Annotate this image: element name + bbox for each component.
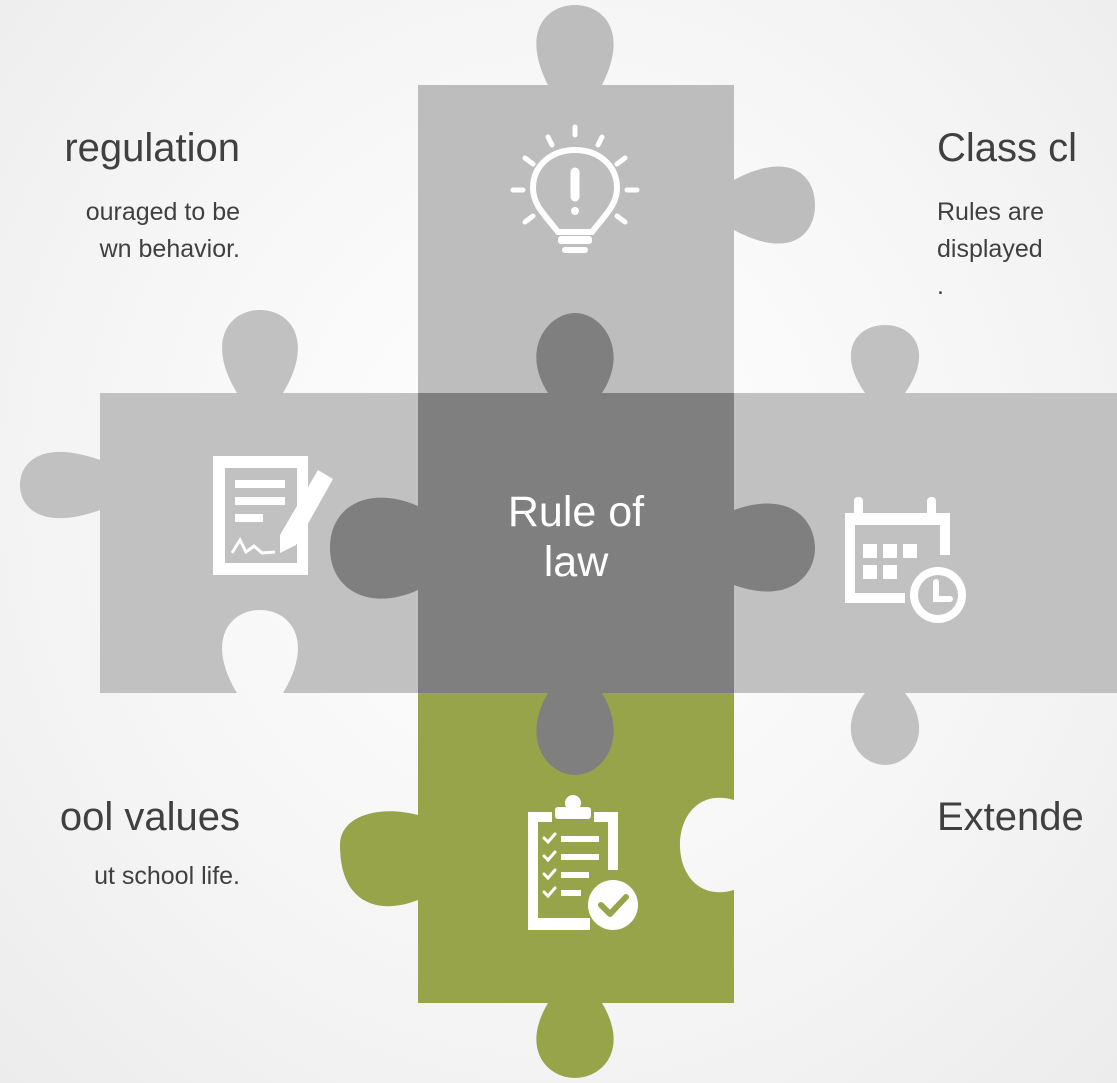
top-right-desc-line1: Rules are (937, 198, 1044, 226)
top-left-desc-line1: ouraged to be (85, 198, 240, 226)
center-label: Rule of law (418, 487, 734, 587)
bottom-right-title: Extende (937, 795, 1084, 839)
right-puzzle-piece (734, 325, 1117, 765)
center-puzzle-piece (330, 313, 815, 775)
top-left-title: regulation (64, 126, 240, 170)
document-signature-icon (213, 456, 333, 575)
top-right-desc-line3: . (937, 272, 944, 300)
lightbulb-icon (510, 124, 640, 253)
top-right-title: Class cl (937, 126, 1078, 170)
center-label-line2: law (543, 538, 609, 586)
center-label-line1: Rule of (507, 488, 645, 536)
bottom-left-title: ool values (59, 795, 240, 839)
bottom-left-desc-line1: ut school life. (94, 862, 240, 890)
calendar-clock-icon (845, 497, 966, 623)
clipboard-checklist-icon (528, 795, 638, 930)
top-right-desc-line2: displayed (937, 235, 1043, 263)
top-left-desc-line2: wn behavior. (99, 235, 240, 263)
